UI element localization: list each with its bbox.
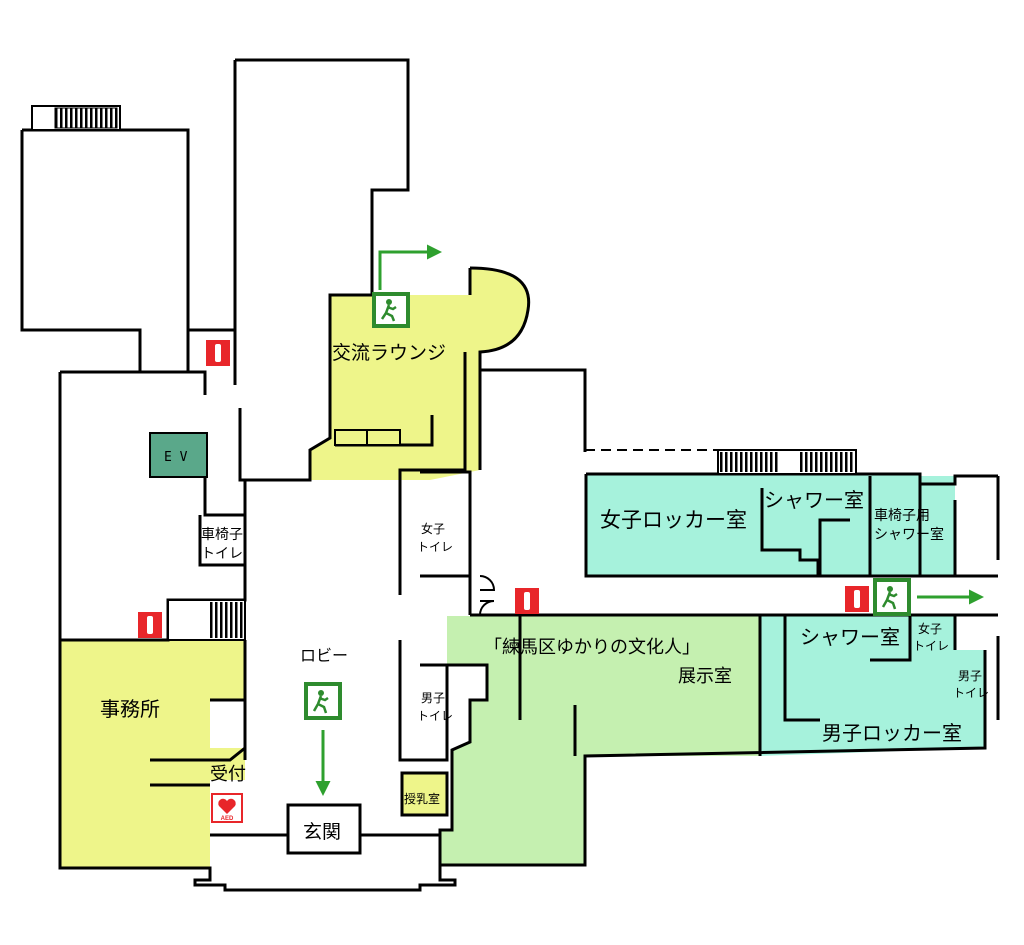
office-label: 事務所 [100, 697, 160, 721]
wheelchair-shower-area [870, 476, 955, 576]
lounge-bump [470, 268, 529, 352]
exhibition-label-2: 展示室 [678, 666, 732, 687]
fire-extinguisher-icon [206, 340, 230, 366]
aed-label: AED [221, 816, 234, 822]
womens-toilet-label-2: トイレ [417, 540, 453, 554]
colored-zones [60, 268, 985, 868]
office-area [60, 640, 245, 868]
shower-top-label: シャワー室 [764, 488, 864, 512]
mens-toilet-label-1: 男子 [421, 691, 445, 705]
nursing-area [402, 773, 447, 815]
mens-toilet-right-label-1: 男子 [958, 669, 982, 683]
exit-arrows [315, 244, 984, 796]
womens-locker-area [586, 474, 920, 576]
emergency-exit-icon [873, 578, 911, 616]
fire-extinguisher-icon [138, 612, 162, 638]
stairs [31, 105, 857, 641]
exit-arrow-icon [378, 244, 442, 290]
fire-extinguisher-icon [845, 586, 869, 612]
reception-label: 受付 [210, 764, 246, 785]
entrance-label: 玄関 [303, 821, 341, 843]
exit-signs [304, 292, 911, 720]
mens-locker-label: 男子ロッカー室 [822, 721, 962, 745]
wheelchair-toilet-label-1: 車椅子 [201, 526, 243, 543]
doors [479, 575, 496, 616]
womens-locker-label: 女子ロッカー室 [600, 508, 747, 532]
lobby-label: ロビー [300, 646, 348, 665]
womens-toilet-label-1: 女子 [421, 521, 445, 536]
lounge-label: 交流ラウンジ [332, 342, 446, 364]
nursing-label: 授乳室 [404, 791, 440, 806]
exhibition-label-1: 「練馬区ゆかりの文化人」 [484, 637, 700, 658]
mens-toilet-label-2: トイレ [417, 709, 453, 723]
walls [20, 58, 1000, 892]
fire-extinguishers [138, 340, 869, 638]
room-labels: 交流ラウンジ E V 車椅子 トイレ 女子 トイレ 女子ロッカー室 シャワー室 … [100, 342, 989, 843]
wheelchair-shower-label-1: 車椅子用 [874, 507, 930, 524]
womens-toilet-right-label-1: 女子 [918, 621, 942, 636]
wheelchair-toilet-label-2: トイレ [201, 546, 243, 562]
fire-extinguisher-icon [515, 588, 539, 614]
mens-toilet-right-label-2: トイレ [953, 686, 989, 700]
ev-label: E V [164, 450, 188, 465]
wheelchair-shower-label-2: シャワー室 [874, 526, 944, 543]
womens-toilet-right-label-2: トイレ [913, 639, 949, 653]
aed-icon: AED [211, 793, 243, 823]
emergency-exit-icon [372, 292, 410, 328]
emergency-exit-icon [304, 682, 342, 720]
shower-bottom-label: シャワー室 [800, 625, 900, 649]
ev-box [149, 432, 208, 478]
